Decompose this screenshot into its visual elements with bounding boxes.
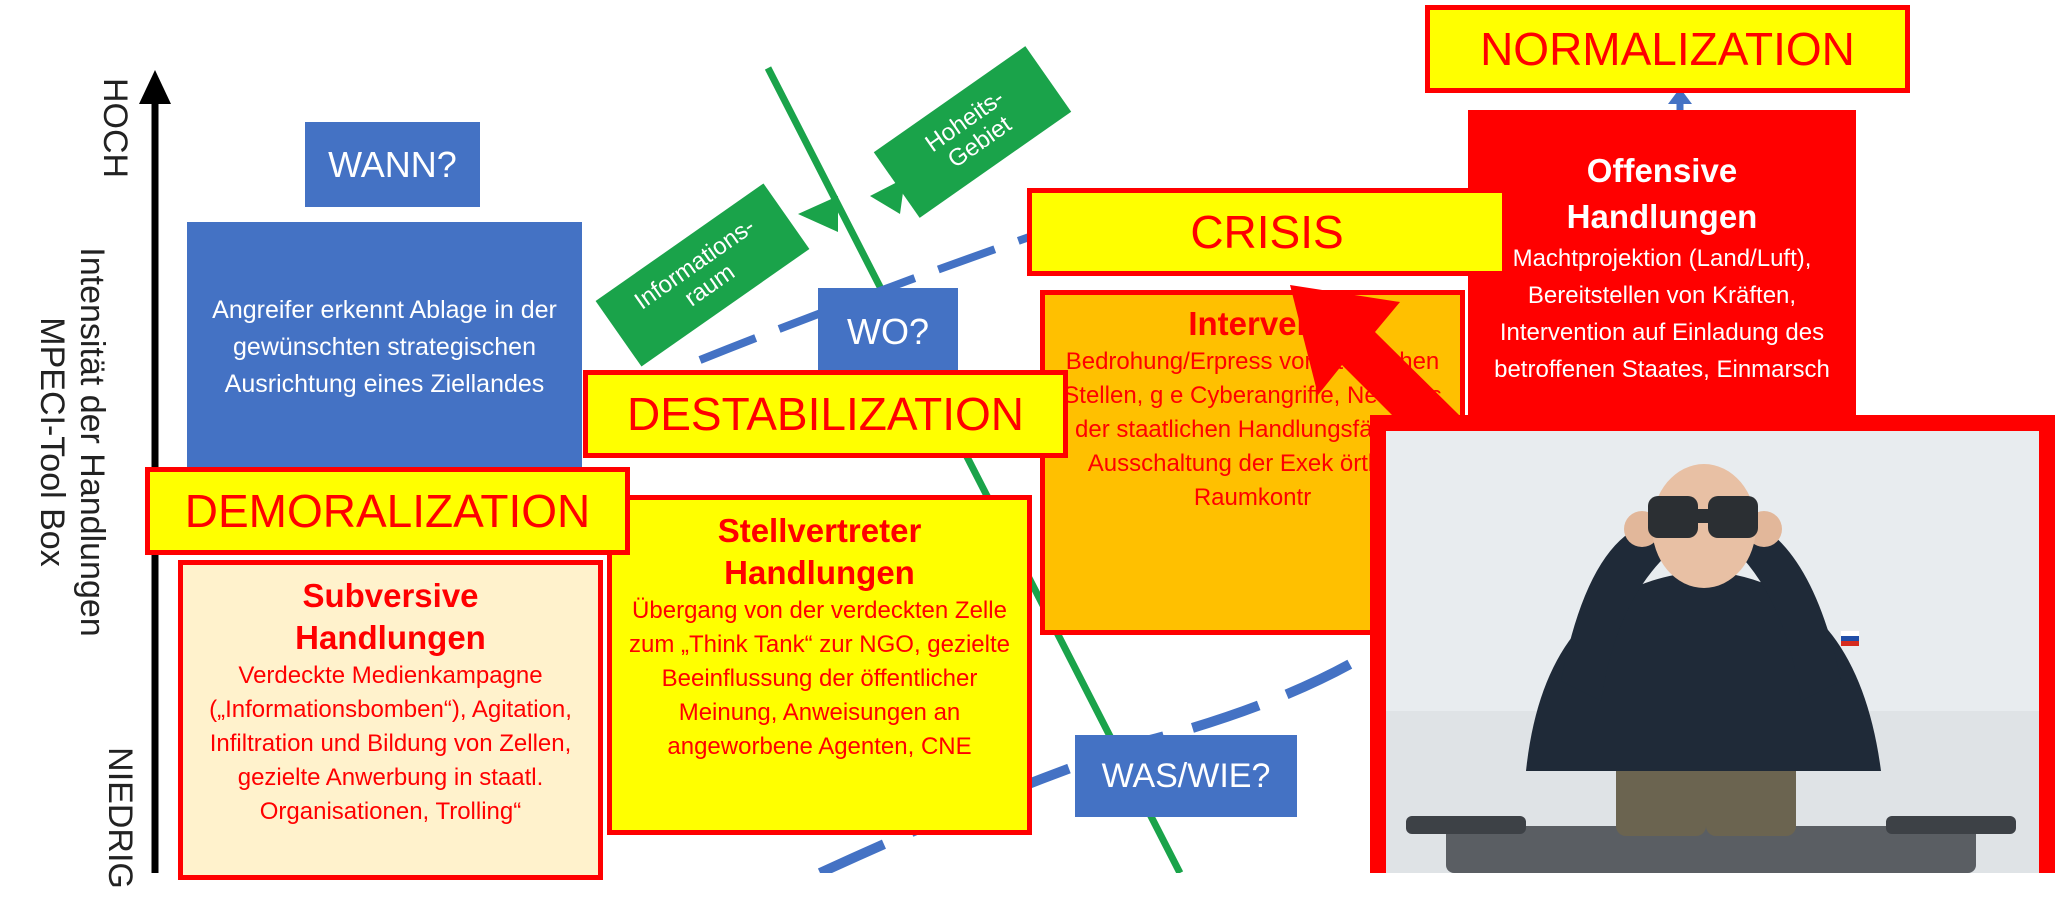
axis-label-high: HOCH [96,77,134,179]
stage-destabilization: DESTABILIZATION [583,370,1068,458]
green-connector [798,196,838,232]
card-offensive: Offensive Handlungen Machtprojektion (La… [1468,110,1856,440]
photo-overlay [1370,415,2055,873]
stage-demoralization: DEMORALIZATION [145,467,630,555]
card-intervention-title: Interven [1188,305,1317,342]
card-stellvertreter-body: Übergang von der verdeckten Zelle zum „T… [628,597,1010,760]
axis-title-line1: Intensität der Handlungen [73,247,111,637]
card-subversive-body: Verdeckte Medienkampagne („Informationsb… [209,662,572,825]
axis-title: Intensität der Handlungen MPECI-Tool Box [28,202,112,682]
photo-man-with-binoculars [1386,431,2039,873]
attacker-recognition-box: Angreifer erkennt Ablage in der gewünsch… [187,222,582,472]
normalization-arrowhead [1668,88,1692,104]
question-was-wie: WAS/WIE? [1075,735,1297,817]
green-connector-2 [870,178,905,214]
card-stellvertreter-title: Stellvertreter Handlungen [717,512,922,591]
question-wann: WANN? [305,122,480,207]
attacker-recognition-text: Angreifer erkennt Ablage in der gewünsch… [212,295,557,398]
axis-label-low: NIEDRIG [101,747,139,889]
axis-title-line2: MPECI-Tool Box [33,317,71,567]
card-stellvertreter: Stellvertreter Handlungen Übergang von d… [607,495,1032,835]
question-wo: WO? [818,288,958,376]
card-offensive-title: Offensive Handlungen [1566,152,1758,235]
card-offensive-body: Machtprojektion (Land/Luft), Bereitstell… [1494,245,1830,383]
stage-crisis: CRISIS [1027,188,1507,276]
axis-arrowhead [139,70,171,104]
stage-normalization: NORMALIZATION [1425,5,1910,93]
card-subversive-title: Subversive Handlungen [295,577,486,656]
card-subversive: Subversive Handlungen Verdeckte Medienka… [178,560,603,880]
